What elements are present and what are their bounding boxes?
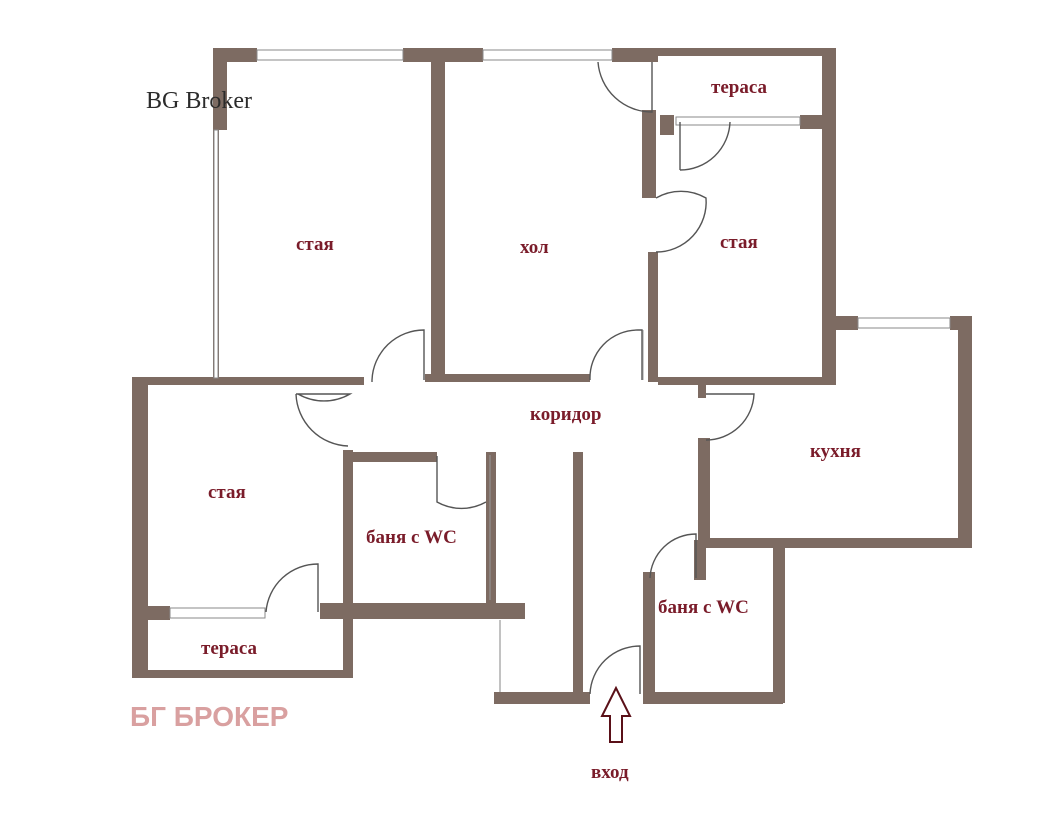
wall-segment bbox=[140, 606, 170, 620]
wall-segment bbox=[643, 692, 783, 704]
window bbox=[482, 49, 613, 61]
label-corridor: коридор bbox=[530, 404, 601, 425]
watermark-text: БГ БРОКЕР bbox=[130, 701, 288, 732]
door-swing bbox=[295, 393, 353, 447]
door-swing bbox=[705, 393, 755, 441]
door-swing bbox=[655, 190, 707, 253]
door-swing bbox=[597, 61, 653, 113]
wall-segment bbox=[950, 316, 972, 330]
windows bbox=[169, 49, 951, 619]
label-bathroom-1: баня с WC bbox=[366, 527, 457, 548]
wall-segment bbox=[494, 692, 590, 704]
door-swing bbox=[436, 456, 487, 510]
door-swing bbox=[265, 563, 319, 613]
wall-segment bbox=[642, 110, 656, 198]
wall-segment bbox=[660, 115, 674, 135]
label-terrace-bottom: тераса bbox=[201, 638, 257, 659]
wall-segment bbox=[698, 538, 972, 548]
door-swing bbox=[649, 533, 697, 579]
door-swing bbox=[589, 329, 643, 381]
logo-text: BG Broker bbox=[146, 88, 252, 114]
wall-segment bbox=[213, 48, 227, 130]
door-swing bbox=[679, 121, 731, 171]
wall-segment bbox=[486, 452, 496, 612]
label-bathroom-2: баня с WC bbox=[658, 597, 749, 618]
wall-segment bbox=[343, 450, 353, 678]
logo: BG Broker bbox=[146, 88, 252, 114]
wall-segment bbox=[431, 62, 445, 380]
wall-segment bbox=[698, 384, 706, 398]
wall-segment bbox=[773, 543, 785, 703]
label-room-left-top: стая bbox=[296, 234, 334, 255]
window bbox=[169, 607, 266, 619]
wall-segment bbox=[698, 438, 710, 548]
wall-segment bbox=[403, 48, 483, 62]
wall-segment bbox=[132, 377, 148, 677]
door-swing bbox=[371, 329, 425, 382]
label-room-left-bottom: стая bbox=[208, 482, 246, 503]
entrance-arrow-icon bbox=[600, 685, 632, 743]
doors bbox=[265, 61, 755, 695]
window bbox=[675, 116, 801, 126]
label-room-right: стая bbox=[720, 232, 758, 253]
wall-segment bbox=[822, 48, 836, 384]
wall-segment bbox=[320, 603, 525, 619]
wall-segment bbox=[836, 316, 858, 330]
wall-segment bbox=[648, 252, 658, 382]
wall-segment bbox=[800, 115, 822, 129]
wall-segment bbox=[612, 48, 658, 62]
window bbox=[256, 49, 404, 61]
label-hall: хол bbox=[520, 237, 549, 258]
label-entrance: вход bbox=[591, 762, 629, 783]
label-kitchen: кухня bbox=[810, 441, 861, 462]
wall-segment bbox=[132, 377, 364, 385]
walls bbox=[132, 48, 972, 704]
wall-segment bbox=[958, 316, 972, 548]
window bbox=[857, 317, 951, 329]
wall-segment bbox=[658, 48, 836, 56]
label-terrace-top: тераса bbox=[711, 77, 767, 98]
window bbox=[213, 129, 219, 379]
door-swing bbox=[589, 645, 641, 695]
wall-segment bbox=[353, 452, 437, 462]
wall-segment bbox=[573, 452, 583, 697]
wall-segment bbox=[643, 572, 655, 702]
wall-segment bbox=[132, 670, 352, 678]
wall-segment bbox=[658, 377, 836, 385]
wall-segment bbox=[694, 540, 706, 580]
wall-segment bbox=[425, 374, 590, 382]
